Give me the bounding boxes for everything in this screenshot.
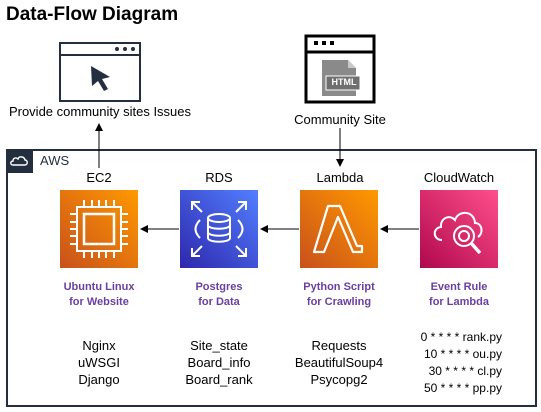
list-item: 30 * * * * cl.py bbox=[428, 364, 502, 378]
rds-tables-list: Site_state Board_info Board_rank bbox=[149, 337, 289, 388]
aws-label: AWS bbox=[40, 153, 70, 168]
cloudwatch-caption-line2: for Lambda bbox=[429, 296, 489, 308]
list-item: Psycopg2 bbox=[310, 372, 368, 387]
browser-window-icon bbox=[59, 42, 141, 102]
list-item: uWSGI bbox=[78, 355, 120, 370]
community-site-label: Community Site bbox=[294, 112, 386, 127]
list-item: Site_state bbox=[190, 338, 248, 353]
list-item: 50 * * * * pp.py bbox=[423, 381, 502, 395]
list-item: Requests bbox=[311, 338, 367, 353]
list-item: Nginx bbox=[82, 338, 116, 353]
ec2-caption: Ubuntu Linux for Website bbox=[39, 280, 159, 310]
cloudwatch-title: CloudWatch bbox=[423, 170, 495, 185]
ec2-caption-line2: for Website bbox=[69, 296, 129, 308]
browser-label: Provide community sites Issues bbox=[8, 104, 192, 119]
rds-caption-line2: for Data bbox=[198, 296, 240, 308]
html-badge: HTML bbox=[331, 77, 357, 87]
cloudwatch-icon bbox=[420, 190, 498, 268]
ec2-title: EC2 bbox=[86, 170, 112, 185]
lambda-libraries-list: Requests BeautifulSoup4 Psycopg2 bbox=[269, 337, 409, 388]
ec2-stack-list: Nginx uWSGI Django bbox=[29, 337, 169, 388]
lambda-caption: Python Script for Crawling bbox=[279, 280, 399, 310]
diagram-title: Data-Flow Diagram bbox=[6, 4, 179, 25]
rds-caption-line1: Postgres bbox=[195, 281, 243, 293]
list-item: Board_info bbox=[187, 355, 251, 370]
aws-cloud-icon bbox=[6, 149, 33, 173]
rds-title: RDS bbox=[205, 170, 233, 185]
lambda-icon bbox=[300, 190, 378, 268]
list-item: 10 * * * * ou.py bbox=[423, 347, 502, 361]
cloudwatch-schedule-list: 0 * * * * rank.py 10 * * * * ou.py 30 * … bbox=[402, 329, 502, 397]
list-item: Board_rank bbox=[185, 372, 253, 387]
ec2-icon bbox=[60, 190, 138, 268]
list-item: Django bbox=[78, 372, 120, 387]
html-page-window-icon bbox=[304, 34, 376, 104]
lambda-title: Lambda bbox=[316, 170, 364, 185]
list-item: BeautifulSoup4 bbox=[294, 355, 384, 370]
aws-group-box bbox=[6, 149, 537, 407]
cloudwatch-caption: Event Rule for Lambda bbox=[399, 280, 519, 310]
list-item: 0 * * * * rank.py bbox=[420, 330, 502, 344]
ec2-caption-line1: Ubuntu Linux bbox=[63, 281, 135, 293]
cloudwatch-caption-line1: Event Rule bbox=[430, 281, 488, 293]
lambda-caption-line1: Python Script bbox=[303, 281, 375, 293]
rds-icon bbox=[180, 190, 258, 268]
lambda-caption-line2: for Crawling bbox=[306, 296, 372, 308]
rds-caption: Postgres for Data bbox=[159, 280, 279, 310]
